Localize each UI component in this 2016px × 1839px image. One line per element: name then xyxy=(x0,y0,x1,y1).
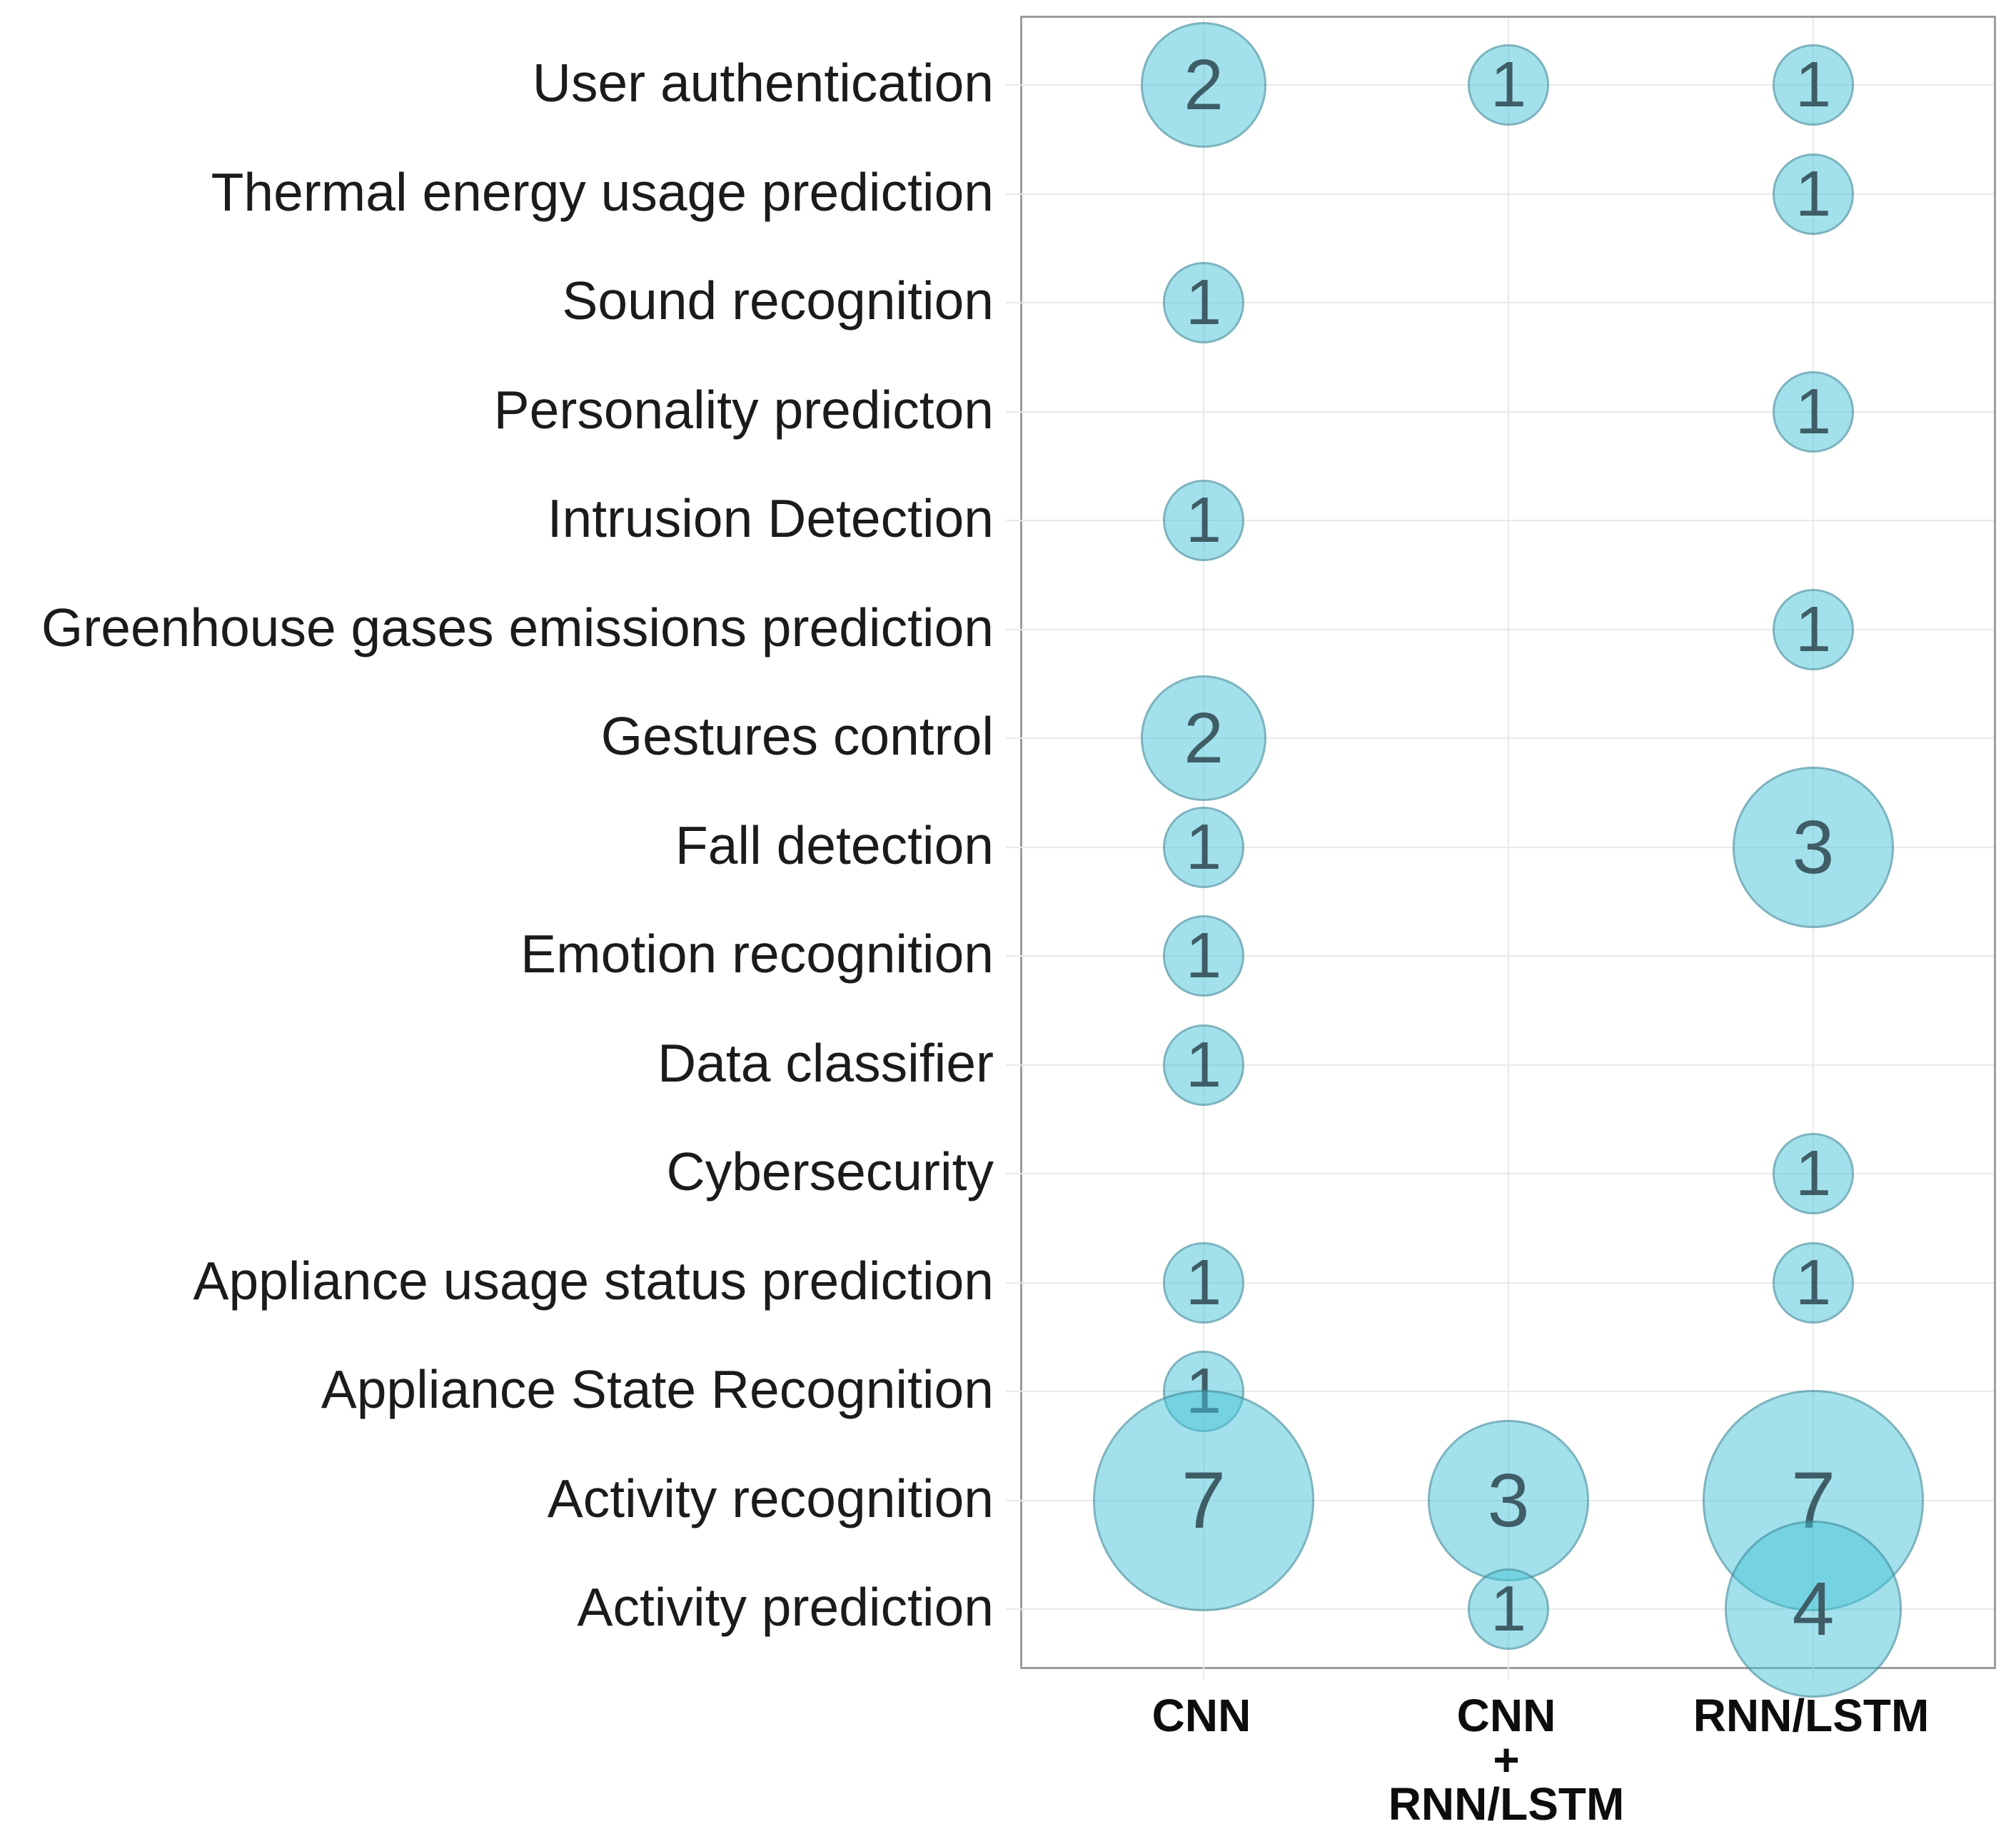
bubble-1: 1 xyxy=(1773,1241,1854,1324)
h-gridline xyxy=(1006,1281,1994,1284)
bubble-value: 1 xyxy=(1795,1246,1832,1319)
y-axis-label: Thermal energy usage prediction xyxy=(211,161,994,222)
y-axis-label: Activity prediction xyxy=(577,1577,994,1637)
bubble-value: 1 xyxy=(1185,485,1222,556)
bubble-value: 7 xyxy=(1181,1455,1226,1545)
bubble-value: 1 xyxy=(1795,1138,1832,1209)
bubble-1: 1 xyxy=(1163,262,1244,343)
bubble-value: 1 xyxy=(1795,593,1832,665)
h-gridline xyxy=(1006,302,1994,303)
y-axis-label: Activity recognition xyxy=(547,1468,994,1528)
h-gridline xyxy=(1006,1391,1994,1392)
bubble-3: 3 xyxy=(1428,1419,1589,1581)
x-axis-label: RNN/LSTM xyxy=(1693,1690,1930,1741)
y-axis-label: Sound recognition xyxy=(562,271,994,331)
bubble-1: 1 xyxy=(1773,371,1854,453)
bubble-1: 1 xyxy=(1163,1024,1244,1106)
bubble-value: 3 xyxy=(1792,805,1835,890)
h-gridline xyxy=(1006,193,1994,195)
bubble-1: 1 xyxy=(1773,44,1854,126)
y-axis-label: Greenhouse gases emissions prediction xyxy=(41,597,994,657)
bubble-1: 1 xyxy=(1468,44,1549,126)
bubble-value: 1 xyxy=(1795,49,1832,121)
bubble-1: 1 xyxy=(1773,153,1854,235)
bubble-value: 1 xyxy=(1185,267,1222,338)
y-axis-label: Emotion recognition xyxy=(520,924,994,984)
bubble-value: 1 xyxy=(1185,920,1222,992)
bubble-value: 1 xyxy=(1185,1246,1222,1319)
bubble-value: 1 xyxy=(1185,1029,1222,1101)
plot-area: 2111111121311111173714 xyxy=(1006,16,1996,1698)
bubble-value: 2 xyxy=(1184,45,1224,125)
bubble-value: 1 xyxy=(1795,376,1832,448)
bubble-value: 2 xyxy=(1184,698,1224,778)
bubble-4: 4 xyxy=(1725,1521,1902,1698)
bubble-1: 1 xyxy=(1163,480,1244,561)
y-axis-label: Gestures control xyxy=(600,706,994,766)
y-axis-label: Intrusion Detection xyxy=(547,488,994,548)
y-axis-label: Appliance usage status prediction xyxy=(193,1250,994,1311)
bubble-1: 1 xyxy=(1163,915,1244,997)
bubble-2: 2 xyxy=(1141,675,1266,801)
y-axis-label: Appliance State Recognition xyxy=(321,1359,994,1419)
bubble-1: 1 xyxy=(1773,1133,1854,1214)
y-axis-label: Data classifier xyxy=(657,1032,994,1093)
bubble-3: 3 xyxy=(1733,766,1894,928)
h-gridline xyxy=(1006,410,1994,413)
bubble-value: 1 xyxy=(1490,49,1527,121)
bubble-value: 3 xyxy=(1487,1458,1530,1543)
x-axis-label: CNN xyxy=(1151,1690,1251,1741)
v-gridline xyxy=(1508,18,1509,1680)
h-gridline xyxy=(1006,520,1994,521)
bubble-1: 1 xyxy=(1163,1241,1244,1324)
h-gridline xyxy=(1006,955,1994,957)
bubble-value: 1 xyxy=(1185,811,1222,883)
bubble-1: 1 xyxy=(1773,588,1854,670)
bubble-value: 4 xyxy=(1792,1567,1835,1651)
h-gridline xyxy=(1006,1064,1994,1066)
bubble-1: 1 xyxy=(1163,806,1244,888)
bubble-2: 2 xyxy=(1141,22,1266,148)
y-axis-label: User authentication xyxy=(532,53,994,113)
h-gridline xyxy=(1006,737,1994,739)
bubble-1: 1 xyxy=(1468,1568,1549,1650)
h-gridline xyxy=(1006,628,1994,630)
y-axis-label: Cybersecurity xyxy=(666,1142,994,1201)
bubble-value: 1 xyxy=(1795,158,1832,230)
h-gridline xyxy=(1006,1173,1994,1174)
y-axis-label: Personality predicton xyxy=(493,379,994,440)
bubble-value: 1 xyxy=(1490,1573,1527,1645)
x-axis-label: CNN + RNN/LSTM xyxy=(1388,1690,1625,1830)
h-gridline xyxy=(1006,846,1994,848)
y-axis-label: Fall detection xyxy=(675,815,994,875)
bubble-7: 7 xyxy=(1093,1389,1314,1611)
